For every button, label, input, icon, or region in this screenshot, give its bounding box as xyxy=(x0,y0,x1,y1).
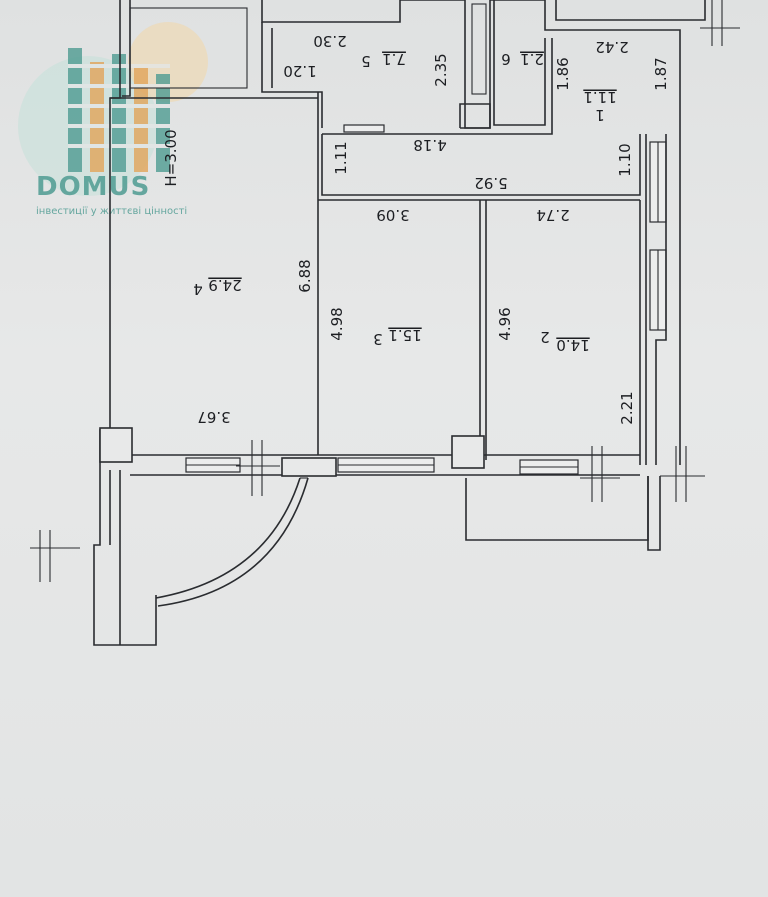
dim-4-98: 4.98 xyxy=(328,307,346,340)
room-5-number: 5 xyxy=(361,52,371,70)
dim-1-20: 1.20 xyxy=(283,62,316,80)
room-label-5: 5 7.1 xyxy=(361,50,406,70)
right-windows xyxy=(649,134,667,465)
dim-3-09: 3.09 xyxy=(376,206,409,224)
dim-1-86: 1.86 xyxy=(554,57,572,90)
room-label-2: 2 14.0 xyxy=(540,328,589,354)
dim-2-30: 2.30 xyxy=(313,32,346,50)
logo-tagline: інвестиції у життєві цінності xyxy=(36,206,188,217)
dim-1-10: 1.10 xyxy=(616,143,634,176)
balcony-door xyxy=(155,477,309,607)
dim-1-87: 1.87 xyxy=(652,57,670,90)
room-3-number: 3 xyxy=(373,330,383,348)
room-2-number: 2 xyxy=(540,328,550,346)
dim-6-88: 6.88 xyxy=(296,259,314,292)
dim-5-92: 5.92 xyxy=(474,174,507,192)
room-label-3: 3 15.1 xyxy=(373,326,421,348)
dim-2-35: 2.35 xyxy=(432,53,450,86)
outer-walls xyxy=(93,0,157,646)
dim-4-96: 4.96 xyxy=(496,307,514,340)
section-marks xyxy=(30,0,740,582)
dim-2-42: 2.42 xyxy=(595,38,628,56)
ceiling-height-label: H=3.00 xyxy=(162,129,180,186)
top-rooms-walls xyxy=(129,0,706,465)
dim-2-74: 2.74 xyxy=(536,206,569,224)
room-1-area: 11.1 xyxy=(583,88,616,106)
room-6-number: 6 xyxy=(501,50,511,68)
room-4-number: 4 xyxy=(193,280,203,298)
logo-wordmark: DOMUS xyxy=(36,172,151,202)
room-label-4: 4 24.9 xyxy=(193,276,241,298)
bottom-wall xyxy=(99,427,661,551)
room-3-area: 15.1 xyxy=(388,326,421,344)
room-1-number: 1 xyxy=(595,106,605,124)
interior-walls xyxy=(110,92,647,465)
room-label-6: 6 2.1 xyxy=(501,50,544,68)
room-4-area: 24.9 xyxy=(208,276,241,294)
room-5-area: 7.1 xyxy=(382,50,406,68)
dim-1-11: 1.11 xyxy=(332,141,350,174)
dim-3-67: 3.67 xyxy=(197,408,230,426)
room-2-area: 14.0 xyxy=(556,336,589,354)
room-6-area: 2.1 xyxy=(520,50,544,68)
room-label-1: 1 11.1 xyxy=(583,88,616,124)
dim-4-18: 4.18 xyxy=(413,136,446,154)
dim-2-21: 2.21 xyxy=(618,391,636,424)
dimension-labels: 2.30 1.20 2.35 1.86 2.42 1.87 1.11 4.18 … xyxy=(197,32,670,426)
